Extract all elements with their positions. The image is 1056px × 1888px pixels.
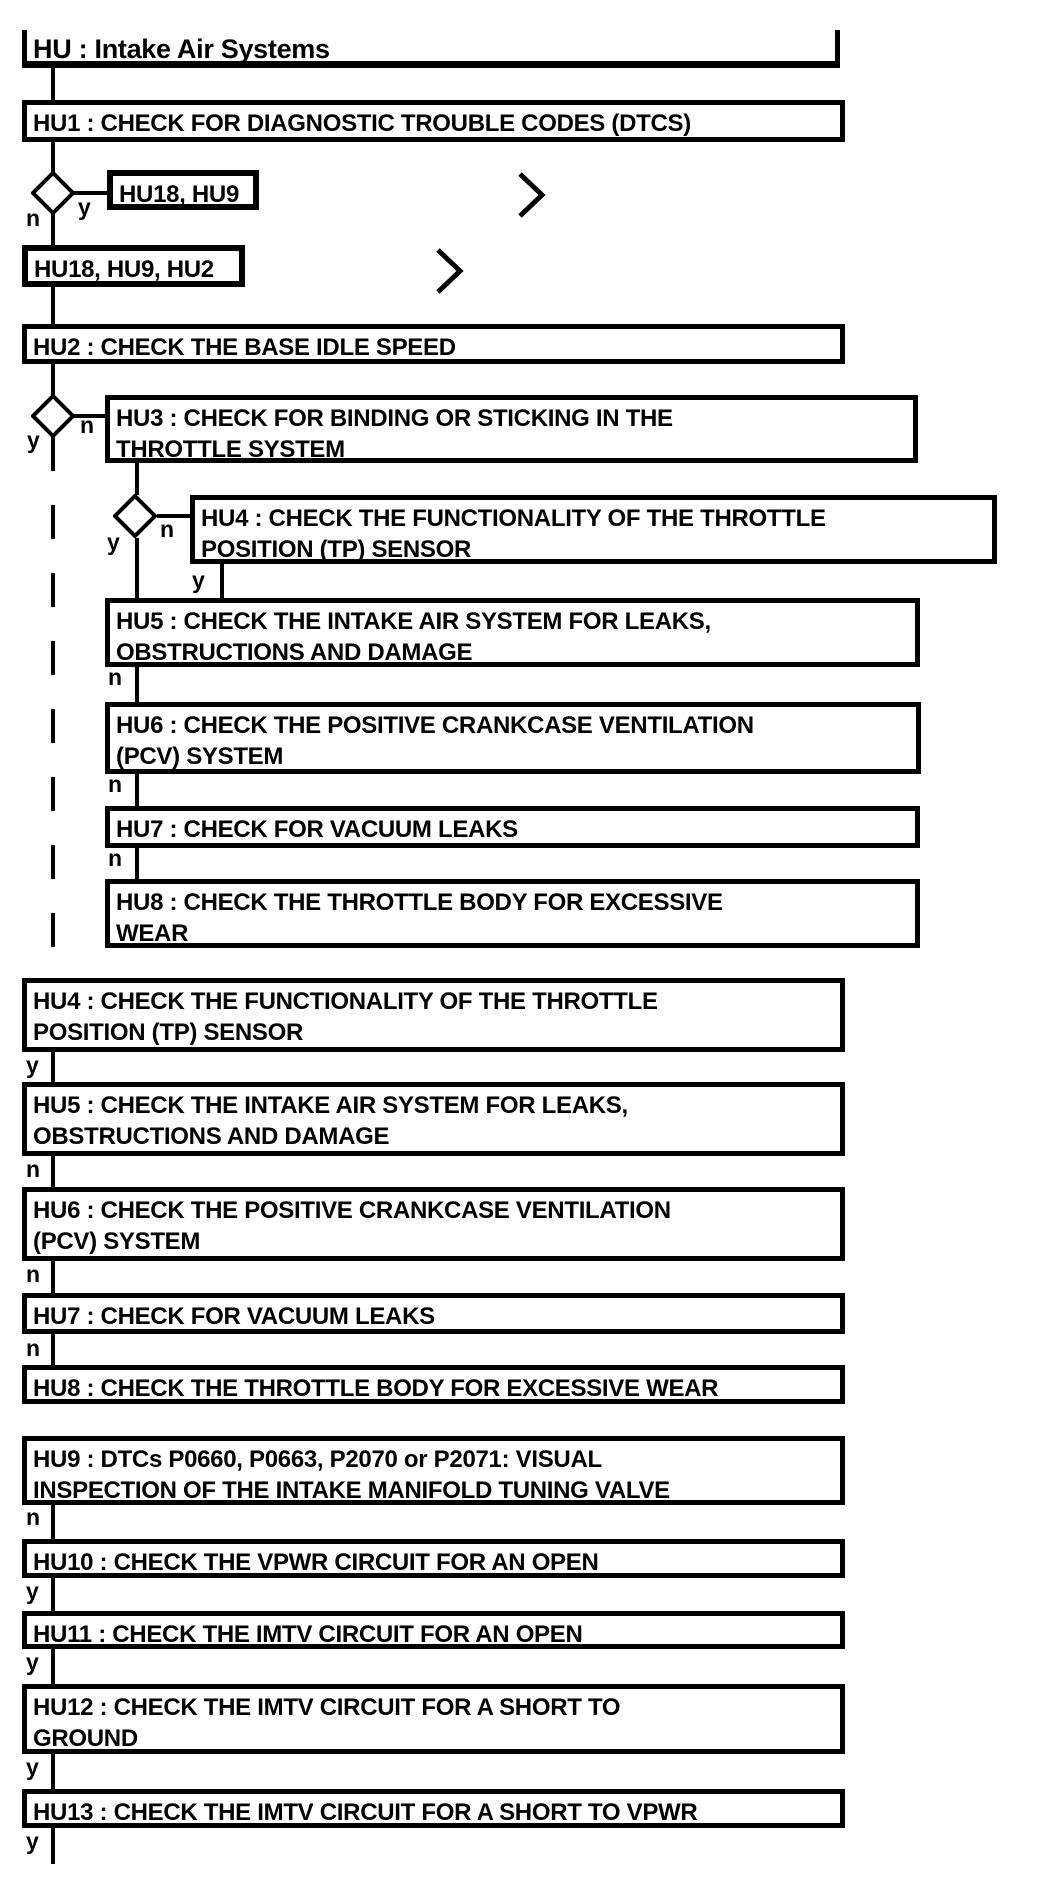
connector-line <box>51 1578 55 1612</box>
connector-line <box>51 1505 55 1540</box>
chevron-right-icon <box>518 172 546 218</box>
step-box-hu2[interactable]: HU2 : CHECK THE BASE IDLE SPEED <box>22 324 845 364</box>
connector-line-dashed <box>51 437 55 978</box>
step-box-hu6-nested[interactable]: HU6 : CHECK THE POSITIVE CRANKCASE VENTI… <box>105 702 921 774</box>
reference-box-hu18-hu9-hu2[interactable]: HU18, HU9, HU2 <box>22 245 245 287</box>
connector-line <box>73 414 105 418</box>
step-box-hu9[interactable]: HU9 : DTCs P0660, P0663, P2070 or P2071:… <box>22 1436 845 1505</box>
step-box-hu8[interactable]: HU8 : CHECK THE THROTTLE BODY FOR EXCESS… <box>22 1365 845 1404</box>
step-box-hu13[interactable]: HU13 : CHECK THE IMTV CIRCUIT FOR A SHOR… <box>22 1789 845 1828</box>
branch-label-yes: y <box>27 427 40 453</box>
flowchart-title: HU : Intake Air Systems <box>22 30 840 68</box>
connector-line <box>51 1334 55 1366</box>
branch-label-no: n <box>80 412 95 438</box>
connector-line <box>51 142 55 176</box>
decision-diamond-idle-speed <box>31 394 75 438</box>
branch-label-yes: y <box>107 529 120 555</box>
branch-label-no: n <box>26 1261 41 1287</box>
connector-line <box>51 212 55 247</box>
connector-line <box>135 774 139 807</box>
branch-label-no: n <box>108 771 123 797</box>
step-box-hu7-nested[interactable]: HU7 : CHECK FOR VACUUM LEAKS <box>105 806 920 848</box>
step-box-hu10[interactable]: HU10 : CHECK THE VPWR CIRCUIT FOR AN OPE… <box>22 1539 845 1578</box>
branch-label-yes: y <box>26 1578 39 1604</box>
branch-label-yes: y <box>26 1828 39 1854</box>
branch-label-yes: y <box>26 1754 39 1780</box>
branch-label-yes: y <box>26 1052 39 1078</box>
step-box-hu1[interactable]: HU1 : CHECK FOR DIAGNOSTIC TROUBLE CODES… <box>22 100 845 142</box>
connector-line <box>51 1052 55 1083</box>
connector-line <box>51 1828 55 1864</box>
decision-diamond-binding <box>113 494 157 538</box>
branch-label-no: n <box>160 516 175 542</box>
connector-line <box>135 538 139 599</box>
step-box-hu4-nested[interactable]: HU4 : CHECK THE FUNCTIONALITY OF THE THR… <box>190 495 997 564</box>
step-box-hu7[interactable]: HU7 : CHECK FOR VACUUM LEAKS <box>22 1293 845 1334</box>
connector-line <box>51 68 55 100</box>
connector-line <box>73 191 107 195</box>
branch-label-no: n <box>26 1504 41 1530</box>
chevron-right-icon <box>436 248 464 294</box>
connector-line <box>51 1156 55 1188</box>
connector-line <box>135 463 139 495</box>
connector-line <box>51 1261 55 1294</box>
connector-line <box>51 287 55 325</box>
connector-line <box>157 514 191 518</box>
connector-line <box>51 1754 55 1790</box>
step-box-hu5-nested[interactable]: HU5 : CHECK THE INTAKE AIR SYSTEM FOR LE… <box>105 598 920 667</box>
branch-label-yes: y <box>26 1649 39 1675</box>
step-box-hu6[interactable]: HU6 : CHECK THE POSITIVE CRANKCASE VENTI… <box>22 1187 845 1261</box>
step-box-hu12[interactable]: HU12 : CHECK THE IMTV CIRCUIT FOR A SHOR… <box>22 1684 845 1754</box>
branch-label-no: n <box>108 664 123 690</box>
reference-box-hu18-hu9[interactable]: HU18, HU9 <box>107 170 259 210</box>
connector-line <box>135 848 139 880</box>
step-box-hu5[interactable]: HU5 : CHECK THE INTAKE AIR SYSTEM FOR LE… <box>22 1082 845 1156</box>
step-box-hu3[interactable]: HU3 : CHECK FOR BINDING OR STICKING IN T… <box>105 395 918 463</box>
branch-label-yes: y <box>78 194 91 220</box>
branch-label-no: n <box>26 1156 41 1182</box>
step-box-hu4[interactable]: HU4 : CHECK THE FUNCTIONALITY OF THE THR… <box>22 978 845 1052</box>
branch-label-yes: y <box>192 567 205 593</box>
branch-label-no: n <box>108 845 123 871</box>
connector-line <box>135 667 139 703</box>
step-box-hu8-nested[interactable]: HU8 : CHECK THE THROTTLE BODY FOR EXCESS… <box>105 879 920 948</box>
branch-label-no: n <box>26 1335 41 1361</box>
branch-label-no: n <box>26 205 41 231</box>
connector-line <box>51 1649 55 1685</box>
connector-line <box>51 364 55 398</box>
connector-line <box>220 564 224 599</box>
step-box-hu11[interactable]: HU11 : CHECK THE IMTV CIRCUIT FOR AN OPE… <box>22 1611 845 1649</box>
